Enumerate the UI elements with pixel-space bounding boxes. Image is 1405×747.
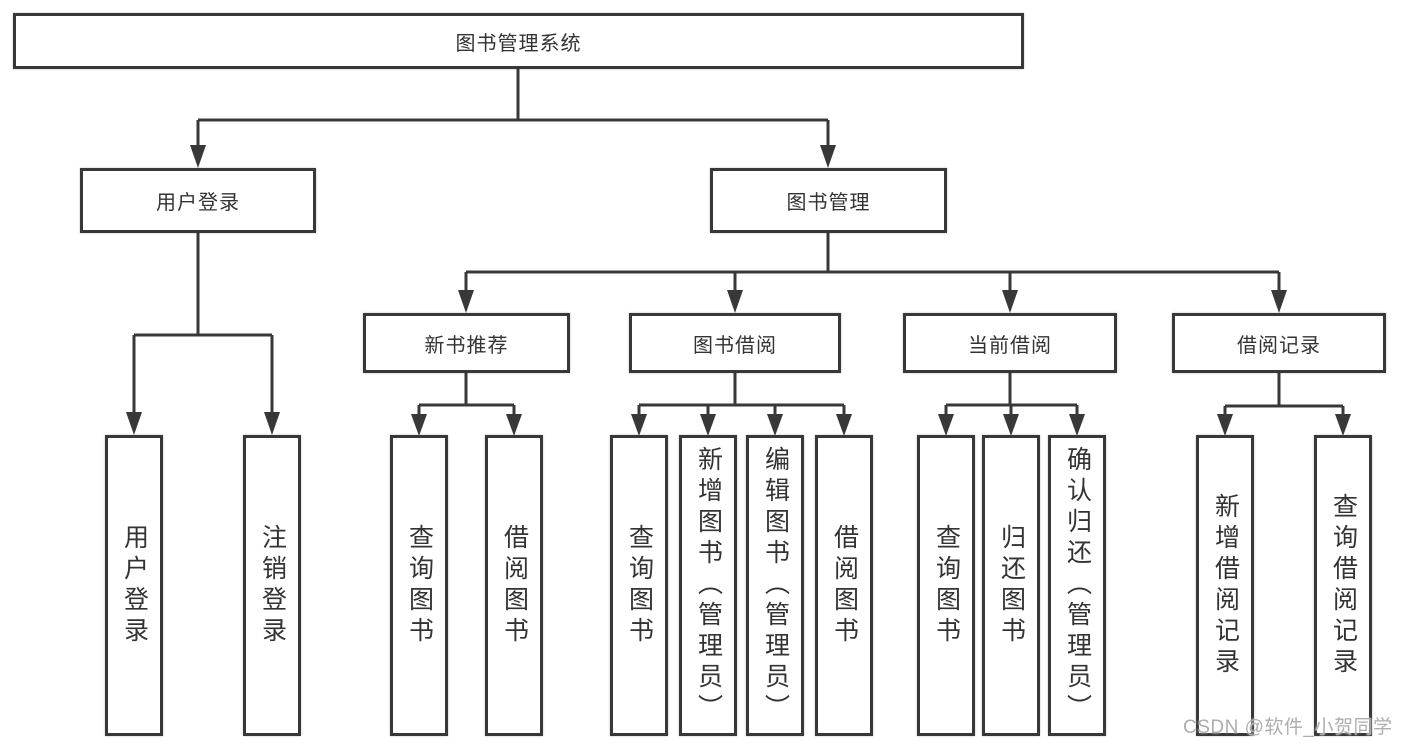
leaf-query-books-current-label: 查询图书	[932, 523, 961, 648]
leaf-user-login: 用户登录	[105, 435, 163, 736]
leaf-query-borrow-record: 查询借阅记录	[1314, 435, 1372, 736]
node-new-book-recommend: 新书推荐	[363, 313, 570, 373]
leaf-confirm-return-admin: 确认归还（管理员）	[1048, 435, 1106, 736]
leaf-add-books-admin-label: 新增图书（管理员）	[694, 446, 723, 725]
connector-newbook-to-leaves	[417, 373, 516, 416]
node-root-system: 图书管理系统	[13, 13, 1024, 69]
node-borrow-record: 借阅记录	[1172, 313, 1386, 373]
node-book-management: 图书管理	[710, 168, 947, 233]
leaf-query-books-borrow: 查询图书	[610, 435, 668, 736]
node-book-borrow-label: 图书借阅	[693, 334, 777, 357]
node-current-borrow: 当前借阅	[903, 313, 1117, 373]
leaf-query-books-borrow-label: 查询图书	[625, 523, 654, 648]
leaf-logout: 注销登录	[243, 435, 301, 736]
leaf-query-books-recommend: 查询图书	[390, 435, 448, 736]
leaf-return-books-label: 归还图书	[997, 523, 1026, 648]
leaf-return-books: 归还图书	[982, 435, 1040, 736]
node-root-system-label: 图书管理系统	[455, 32, 582, 55]
connector-current-to-leaves	[944, 373, 1079, 416]
csdn-watermark: CSDN @软件_小贺同学	[1183, 717, 1393, 738]
leaf-add-borrow-record-label: 新增借阅记录	[1211, 492, 1240, 679]
leaf-query-books-current: 查询图书	[917, 435, 975, 736]
connector-userlogin-to-leaves	[132, 233, 274, 414]
arrowheads	[126, 145, 1351, 436]
node-book-borrow: 图书借阅	[629, 313, 841, 373]
leaf-borrow-books: 借阅图书	[815, 435, 873, 736]
leaf-confirm-return-admin-label: 确认归还（管理员）	[1063, 446, 1092, 725]
leaf-edit-books-admin-label: 编辑图书（管理员）	[761, 446, 790, 725]
leaf-user-login-label: 用户登录	[120, 523, 149, 648]
leaf-add-borrow-record: 新增借阅记录	[1196, 435, 1254, 736]
connector-root-to-level2	[196, 69, 830, 146]
leaf-add-books-admin: 新增图书（管理员）	[679, 435, 737, 736]
connector-record-to-leaves	[1223, 373, 1345, 416]
leaf-query-books-recommend-label: 查询图书	[405, 523, 434, 648]
node-book-management-label: 图书管理	[786, 192, 871, 214]
leaf-edit-books-admin: 编辑图书（管理员）	[746, 435, 804, 736]
node-current-borrow-label: 当前借阅	[968, 334, 1052, 357]
node-borrow-record-label: 借阅记录	[1237, 334, 1321, 357]
leaf-logout-label: 注销登录	[258, 523, 287, 648]
node-user-login-label: 用户登录	[156, 192, 240, 214]
node-new-book-recommend-label: 新书推荐	[424, 334, 509, 357]
connector-bookmgmt-to-level3	[464, 233, 1281, 292]
leaf-borrow-books-recommend-label: 借阅图书	[500, 523, 529, 648]
leaf-borrow-books-label: 借阅图书	[830, 523, 859, 648]
leaf-query-borrow-record-label: 查询借阅记录	[1329, 492, 1358, 679]
connector-borrow-to-leaves	[637, 373, 846, 416]
node-user-login: 用户登录	[80, 168, 316, 233]
leaf-borrow-books-recommend: 借阅图书	[485, 435, 543, 736]
